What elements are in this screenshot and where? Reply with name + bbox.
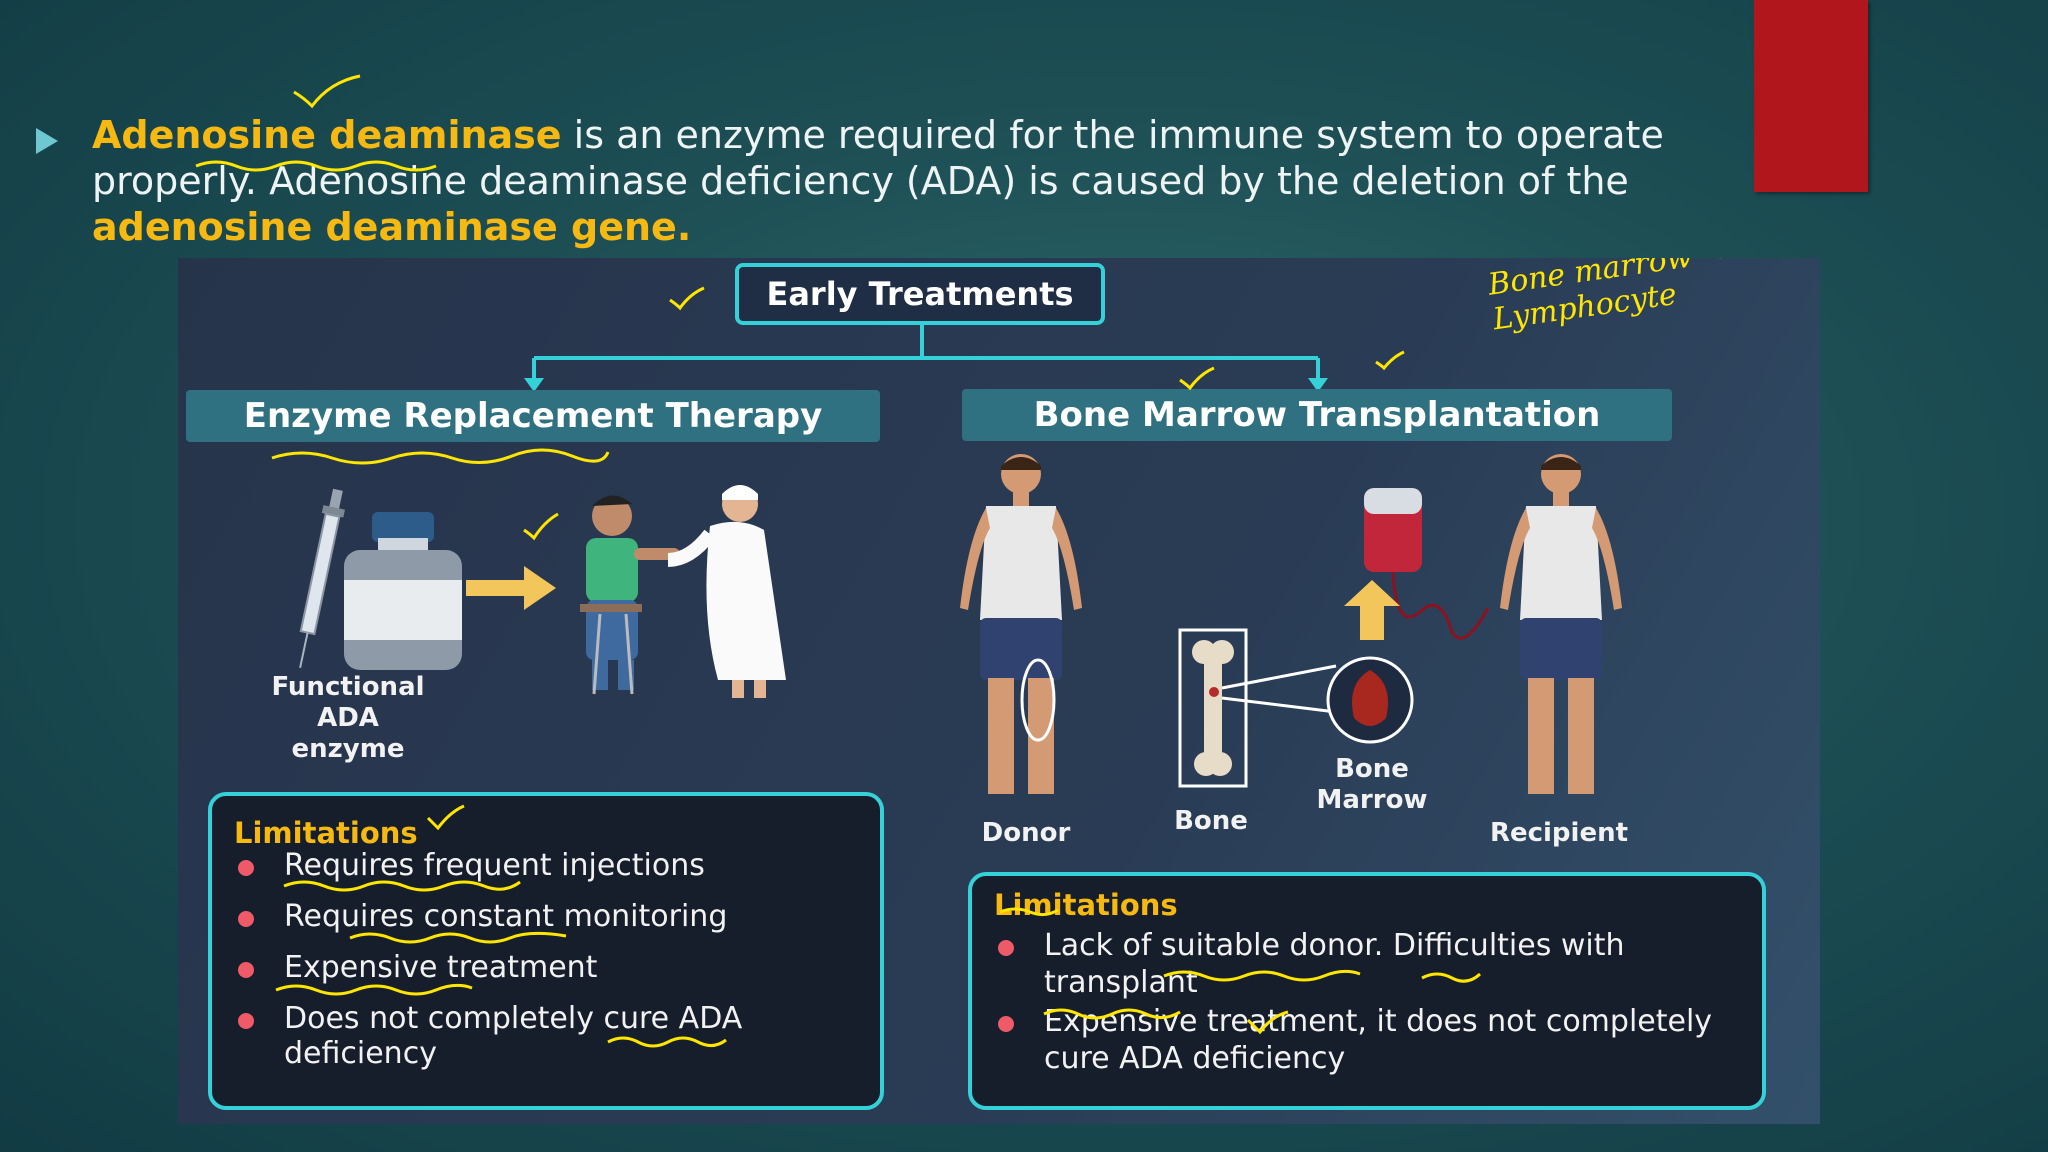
enzyme-vial-icon [344,512,462,670]
up-arrow-icon [1344,580,1400,640]
intro-gene: adenosine deaminase gene. [92,205,692,249]
enzyme-limitations-box: Limitations Requires frequent injections… [208,792,884,1110]
intro-term: Adenosine deaminase [92,113,562,157]
bullet-dot [238,962,254,978]
limitation-item: Lack of suitable donor. Difficulties wit… [1044,928,1625,963]
treatment-diagram: Early Treatments Enzyme Replacement Ther… [178,258,1820,1124]
enzyme-label: Functional ADA enzyme [271,672,425,764]
squiggle-underline [275,983,473,996]
recipient-figure [1500,454,1622,794]
bullet-dot [998,1016,1014,1032]
bone-label: Bone [1174,806,1248,836]
limitation-item: Expensive treatment [284,950,598,985]
enzyme-therapy-header: Enzyme Replacement Therapy [186,390,880,442]
squiggle-underline [271,448,610,465]
squiggle-underline [283,880,521,892]
early-treatments-title: Early Treatments [735,263,1105,325]
squiggle-underline [349,931,567,944]
check-mark-icon [1179,366,1215,391]
donor-figure [960,454,1082,794]
check-mark-icon [1375,350,1405,371]
squiggle-underline [1163,969,1361,982]
blood-bag-icon [1364,488,1490,640]
bone-marrow-header: Bone Marrow Transplantation [962,389,1672,441]
red-block [1754,0,1868,192]
arrow-icon [466,566,556,610]
bone-icon [1178,628,1337,788]
transplant-limitations-box: Limitations Lack of suitable donor. Diff… [968,872,1766,1110]
injection-scene-illustration [580,485,786,698]
bullet-triangle-icon [36,128,58,154]
limitation-item: Expensive treatment, it does not complet… [1044,1004,1713,1039]
limitation-item-continued: cure ADA deficiency [1044,1041,1346,1076]
bone-marrow-icon [1326,656,1414,744]
bullet-dot [238,911,254,927]
check-mark-icon [426,804,465,831]
squiggle-underline [195,160,437,172]
check-mark-icon [1246,1010,1289,1035]
squiggle-underline [607,1036,727,1048]
marrow-label: Bone Marrow [1316,754,1428,815]
bullet-dot [998,940,1014,956]
recipient-label: Recipient [1489,818,1629,848]
squiggle-underline [1421,972,1482,983]
bullet-dot [238,1013,254,1029]
squiggle-underline [1043,1008,1181,1020]
squiggle-underline [999,907,1059,917]
intro-text: is an enzyme required for the immune sys… [92,113,1664,203]
check-mark-icon [669,286,705,311]
limitation-item-continued: deficiency [284,1036,437,1071]
limitations-title: Limitations [234,816,418,850]
connector-lines [524,325,1328,392]
limitation-item: Does not completely cure ADA [284,1001,743,1036]
bullet-dot [238,860,254,876]
check-mark-icon [293,74,361,109]
donor-label: Donor [981,818,1071,848]
intro-paragraph: Adenosine deaminase is an enzyme require… [92,112,1732,250]
limitation-item: Requires constant monitoring [284,899,728,934]
limitation-item: Requires frequent injections [284,848,705,883]
limitations-title: Limitations [994,888,1178,922]
check-mark-icon [523,512,559,541]
limitation-item-continued: transplant [1044,965,1198,1000]
syringe-icon [299,488,345,669]
